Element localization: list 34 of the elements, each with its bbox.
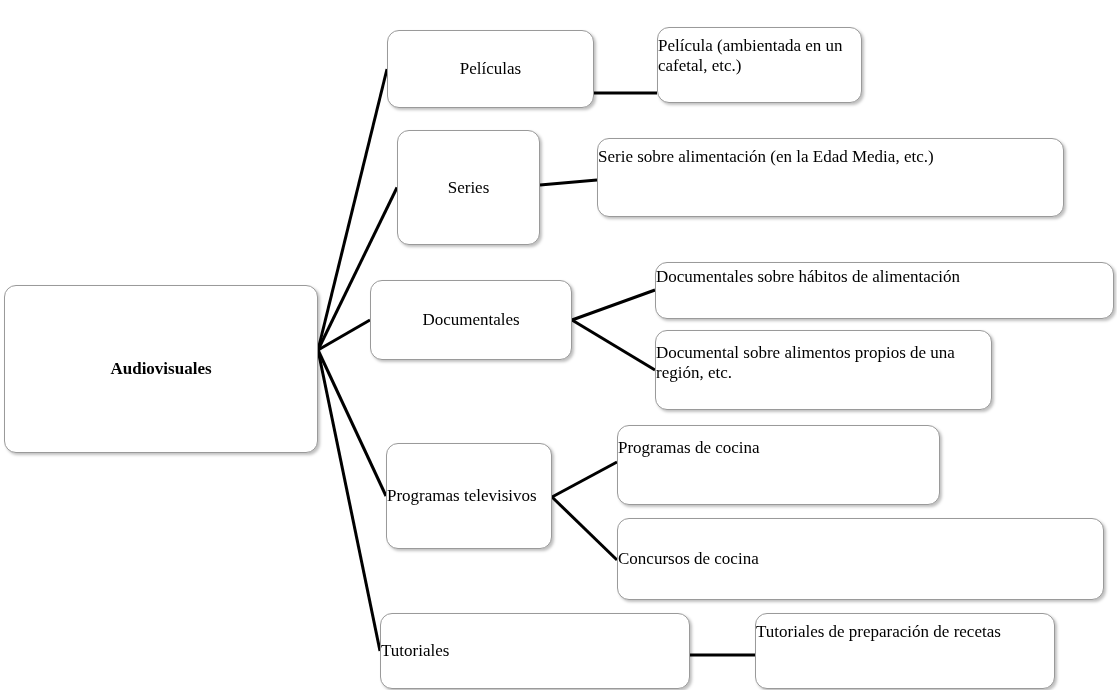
rounded-box: [380, 613, 690, 689]
node-label: Películas: [459, 59, 522, 79]
node-label: Programas televisivos: [387, 486, 537, 506]
connector-line: [539, 178, 598, 187]
connector-line: [571, 318, 656, 372]
node-label: Audiovisuales: [110, 359, 212, 379]
rounded-box: [655, 262, 1114, 319]
node-label: Documentales sobre hábitos de alimentación: [656, 267, 961, 287]
rounded-box: [397, 130, 540, 245]
rounded-box: [657, 27, 862, 103]
connector-line: [571, 288, 656, 322]
node-label: Documentales: [422, 310, 520, 330]
rounded-box: [597, 138, 1064, 217]
node-label: Concursos de cocina: [618, 549, 759, 569]
rounded-box: [386, 443, 552, 549]
node-label: Serie sobre alimentación (en la Edad Media, etc.): [598, 147, 934, 167]
node-label: Tutoriales: [381, 641, 450, 661]
rounded-box: [617, 425, 940, 505]
node-label: Documental sobre alimentos propios de una región, etc.: [656, 343, 956, 383]
node-label: Programas de cocina: [618, 438, 760, 458]
rounded-box: [755, 613, 1055, 689]
node-label: Tutoriales de preparación de recetas: [756, 622, 1001, 642]
node-label: Película (ambientada en un cafetal, etc.): [658, 36, 844, 76]
rounded-box: [655, 330, 992, 410]
rounded-box: [370, 280, 572, 360]
rounded-box: [387, 30, 594, 108]
rounded-box: [617, 518, 1104, 600]
rounded-box: [4, 285, 318, 453]
connector-line: [594, 91, 657, 95]
connector-line: [550, 495, 619, 562]
connector-line: [551, 460, 618, 499]
node-label: Series: [447, 177, 490, 198]
connector-line: [317, 318, 371, 352]
connector-line: [690, 653, 755, 657]
